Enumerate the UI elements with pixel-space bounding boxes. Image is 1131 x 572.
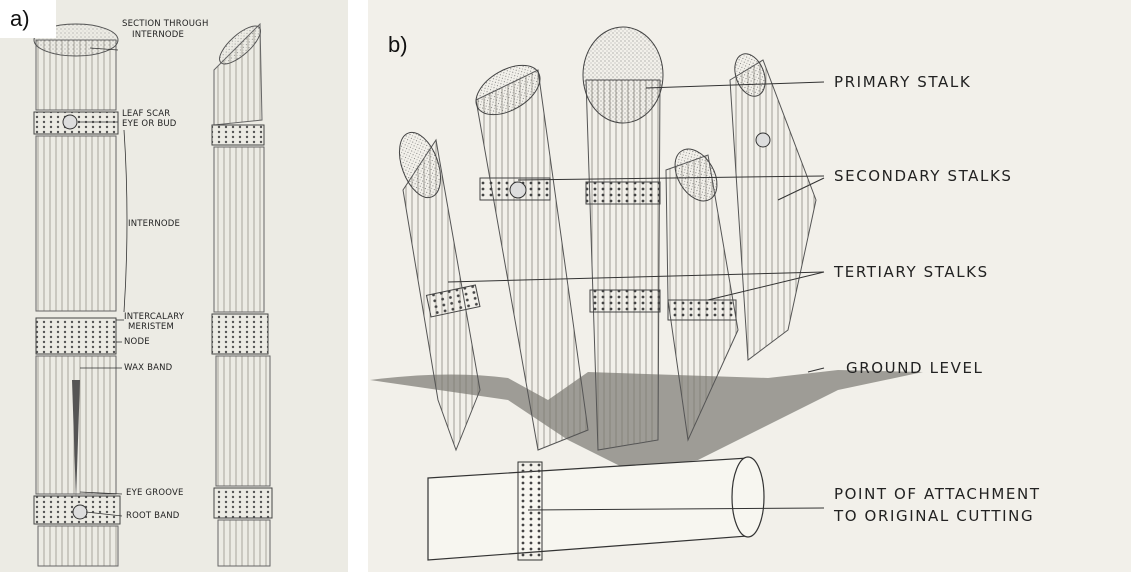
panel-b-tag: b)	[382, 30, 414, 60]
label-section-internode: INTERNODE	[132, 31, 184, 40]
label-eye-or-bud: EYE OR BUD	[122, 120, 177, 129]
label-original-cutting: TO ORIGINAL CUTTING	[834, 508, 1034, 525]
label-primary-stalk: PRIMARY STALK	[834, 74, 971, 91]
label-tertiary-stalks: TERTIARY STALKS	[834, 264, 989, 281]
label-section-through: SECTION THROUGH	[122, 20, 209, 29]
left-stalk	[34, 24, 120, 566]
label-node: NODE	[124, 338, 150, 347]
label-wax-band: WAX BAND	[124, 364, 172, 373]
panel-a-sugarcane-stalk: a) SECTION THROUGH INTERNODE LEAF SCAR E…	[0, 0, 348, 572]
label-leaf-scar: LEAF SCAR	[122, 110, 170, 119]
label-intercalary: INTERCALARY	[124, 313, 184, 322]
label-root-band: ROOT BAND	[126, 512, 180, 521]
label-eye-groove: EYE GROOVE	[126, 489, 184, 498]
tertiary-stalk-right	[729, 50, 816, 360]
stalk-illustration	[0, 0, 348, 572]
right-stalk	[212, 20, 272, 566]
label-point-of-attachment: POINT OF ATTACHMENT	[834, 486, 1041, 503]
label-internode: INTERNODE	[128, 220, 180, 229]
panel-b-stool-diagram: b) PRIMARY STALK SECONDARY STALKS TERTIA…	[368, 0, 1131, 572]
label-meristem: MERISTEM	[128, 323, 174, 332]
label-secondary-stalks: SECONDARY STALKS	[834, 168, 1013, 185]
tertiary-stalk-left	[391, 127, 480, 450]
panel-a-tag: a)	[0, 0, 56, 38]
label-ground-level: GROUND LEVEL	[846, 360, 984, 377]
